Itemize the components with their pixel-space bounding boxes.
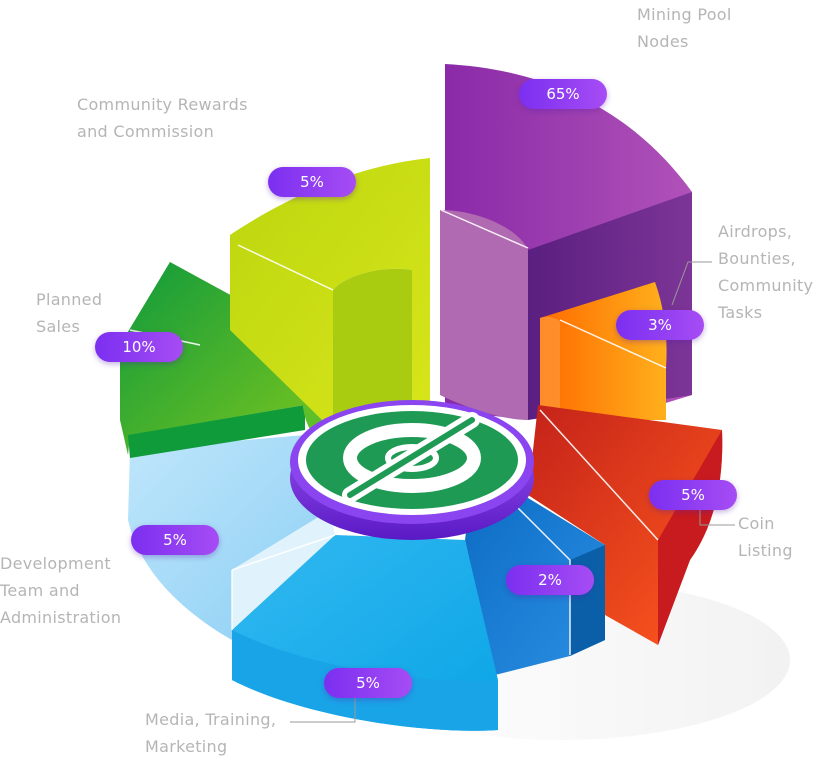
pill-development: 5% (131, 525, 219, 555)
pill-coin-listing: 5% (649, 480, 737, 510)
slice-community-rewards (230, 158, 430, 425)
label-development: Development Team and Administration (0, 554, 122, 627)
pill-mining-pool: 65% (519, 79, 607, 109)
leader-lines (129, 209, 667, 655)
label-community-rewards: Community Rewards and Commission (77, 95, 248, 141)
pill-2pct: 2% (506, 565, 594, 595)
label-airdrops: Airdrops, Bounties, Community Tasks (718, 222, 814, 322)
label-coin-listing: Coin Listing (738, 514, 793, 560)
pill-community-rewards: 5% (268, 167, 356, 197)
label-connectors (290, 261, 735, 723)
pill-airdrops: 3% (616, 310, 704, 340)
coin-logo-icon (290, 400, 534, 540)
label-mining-pool: Mining Pool Nodes (637, 5, 732, 51)
pill-planned-sales: 10% (95, 332, 183, 362)
label-media: Media, Training, Marketing (145, 710, 277, 756)
label-planned-sales: Planned Sales (36, 290, 103, 336)
slice-development (128, 435, 335, 640)
pill-media: 5% (324, 668, 412, 698)
